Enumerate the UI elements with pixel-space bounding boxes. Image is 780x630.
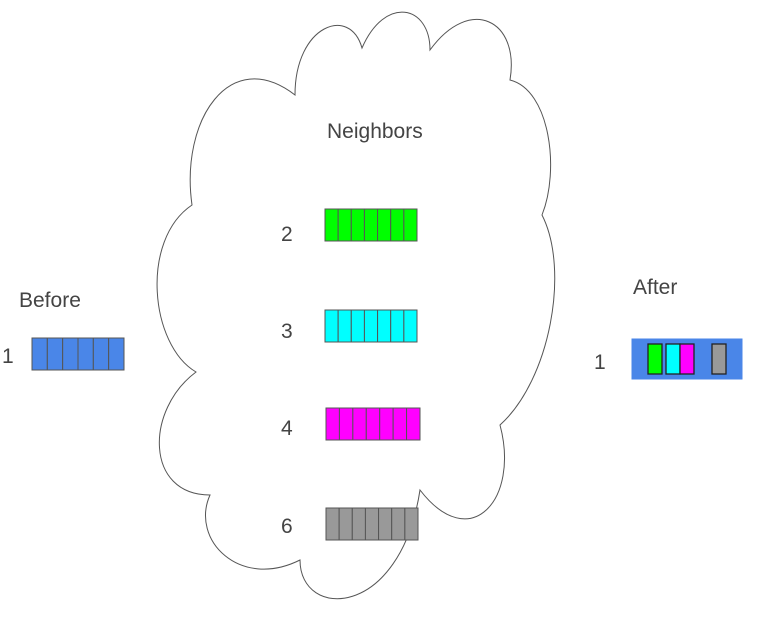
neighbor-bar-2-cell <box>390 208 405 242</box>
neighbor-bar-3-cell <box>363 309 379 343</box>
after-label: After <box>633 276 678 299</box>
neighbor-bar-6-cell <box>404 507 419 541</box>
neighbor-bar-4-cell <box>392 407 408 441</box>
neighbor-bar-6-cell <box>378 507 393 541</box>
before-node-id: 1 <box>2 345 14 368</box>
neighbor-bar-6-cell <box>364 507 380 541</box>
before-node-bar-cell <box>62 337 79 371</box>
neighbor-node-id: 2 <box>281 223 293 246</box>
neighbors-cloud <box>156 11 556 600</box>
neighbor-bar-4-cell <box>338 407 354 441</box>
neighbor-node-id: 4 <box>281 417 293 440</box>
neighbor-bar-2-cell <box>377 208 392 242</box>
neighbor-node-id: 6 <box>281 515 293 538</box>
neighbor-bar-4-cell <box>379 407 394 441</box>
neighbor-bar-4-cell <box>325 407 340 441</box>
neighbor-bar-3-cell <box>403 309 418 343</box>
before-node-bar-cell <box>46 337 64 371</box>
aggregated-feature <box>647 343 663 375</box>
neighbor-bar-2-cell <box>363 208 379 242</box>
neighbor-bar-2-cell <box>324 208 339 242</box>
aggregated-feature <box>711 343 727 375</box>
neighbor-bar-6-cell <box>325 507 340 541</box>
before-node-bar-cell <box>92 337 110 371</box>
aggregated-feature <box>665 343 681 375</box>
aggregated-feature <box>679 343 695 375</box>
neighbor-bar-6-cell <box>351 507 366 541</box>
neighbor-bar-3-cell <box>350 309 365 343</box>
neighbor-bar-3-cell <box>337 309 352 343</box>
neighbor-bar-3-cell <box>390 309 405 343</box>
before-label: Before <box>19 289 81 312</box>
neighbor-bar-3-cell <box>377 309 392 343</box>
before-node-bar-cell <box>77 337 94 371</box>
neighbor-bar-4-cell <box>352 407 367 441</box>
neighbor-bar-3-cell <box>324 309 339 343</box>
neighbor-bar-2-cell <box>350 208 365 242</box>
before-node-bar-cell <box>31 337 48 371</box>
neighbor-bar-2-cell <box>403 208 418 242</box>
after-node-id: 1 <box>594 351 606 374</box>
node-bars <box>31 208 743 541</box>
neighbor-bar-2-cell <box>337 208 352 242</box>
neighbor-bar-6-cell <box>338 507 353 541</box>
before-node-bar-cell <box>108 337 125 371</box>
neighbors-title: Neighbors <box>327 120 423 143</box>
neighbor-bar-4-cell <box>365 407 381 441</box>
neighbor-bar-6-cell <box>391 507 406 541</box>
neighbor-bar-4-cell <box>406 407 421 441</box>
neighbor-node-id: 3 <box>281 320 293 343</box>
